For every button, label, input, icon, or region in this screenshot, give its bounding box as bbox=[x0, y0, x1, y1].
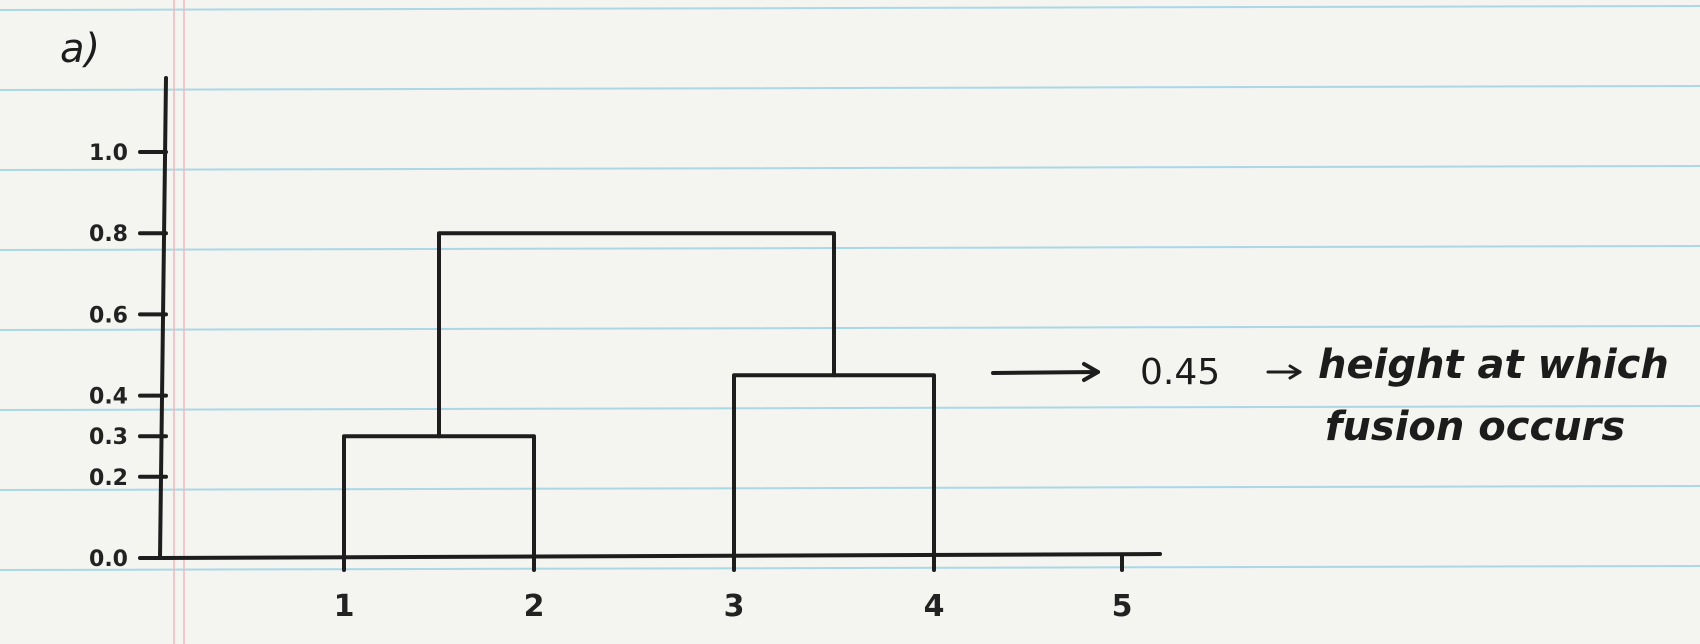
dendrogram-link bbox=[342, 434, 536, 560]
y-tick-label: 0.2 bbox=[89, 466, 128, 491]
y-tick-label: 0.6 bbox=[89, 303, 128, 328]
annotation-line-2: fusion occurs bbox=[1325, 404, 1625, 450]
dendrogram-link bbox=[732, 373, 936, 560]
ruled-line bbox=[0, 325, 1700, 331]
ruled-line bbox=[0, 405, 1700, 411]
ruled-line bbox=[0, 165, 1700, 171]
annotation-arrowhead-small bbox=[1288, 364, 1302, 380]
ruled-line bbox=[0, 85, 1700, 91]
x-axis-ticks: 1 2 3 4 5 bbox=[334, 554, 1133, 624]
x-tick-label: 5 bbox=[1112, 589, 1133, 624]
y-tick-label: 0.3 bbox=[89, 425, 128, 450]
y-tick-label: 0.8 bbox=[89, 222, 128, 247]
margin-lines bbox=[173, 0, 185, 644]
ruled-line bbox=[0, 245, 1700, 251]
annotation-line-1: height at which bbox=[1318, 342, 1669, 388]
part-label: a) bbox=[60, 26, 100, 72]
x-tick-label: 2 bbox=[524, 589, 545, 624]
dendrogram-links bbox=[342, 231, 936, 560]
x-tick-label: 1 bbox=[334, 589, 355, 624]
y-tick-label: 0.4 bbox=[89, 385, 128, 410]
y-tick-label: 1.0 bbox=[89, 141, 128, 166]
x-axis-line bbox=[158, 552, 1162, 560]
y-axis-ticks: 1.0 0.8 0.6 0.4 0.3 0.2 0.0 bbox=[89, 141, 168, 572]
ruled-lines bbox=[0, 5, 1700, 571]
annotation-arrow-line bbox=[991, 370, 1100, 375]
y-tick-label: 0.0 bbox=[89, 547, 128, 572]
ruled-line bbox=[0, 5, 1700, 11]
ruled-line bbox=[0, 485, 1700, 491]
x-tick-label: 3 bbox=[724, 589, 745, 624]
ruled-line bbox=[0, 565, 1700, 571]
annotation-value: 0.45 bbox=[1140, 352, 1220, 393]
x-tick-label: 4 bbox=[924, 589, 945, 624]
annotation-arrowhead bbox=[1082, 362, 1100, 382]
dendrogram-link bbox=[437, 231, 836, 439]
